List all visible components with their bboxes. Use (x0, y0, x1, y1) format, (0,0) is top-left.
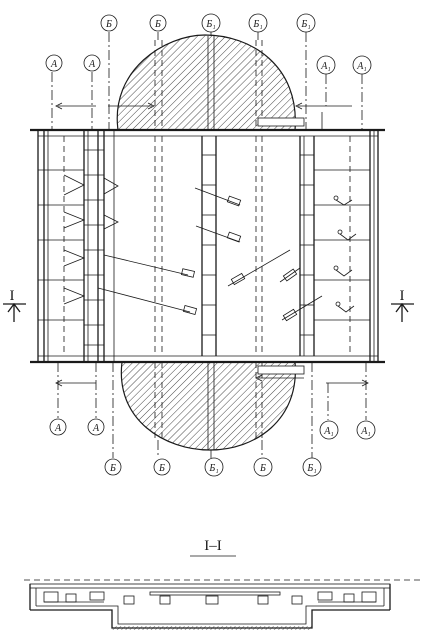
axis-bubble-bottom-7: Б₁ (302, 457, 322, 477)
axis-bubble-bottom-1: А (49, 418, 67, 436)
section-title: I–I (204, 538, 222, 554)
section-mark-left: I (3, 288, 26, 322)
axis-bubble-bottom-2: А (87, 418, 105, 436)
axis-bubble-top-9: А₁ (352, 55, 372, 75)
axis-bubble-bottom-4: Б (153, 458, 171, 476)
axis-bubble-top-2: А (83, 54, 101, 72)
axis-label-top-5: Б₁ (205, 19, 215, 30)
axis-bubble-top-4: Б (149, 14, 167, 32)
axis-label-top-3: Б (105, 19, 112, 30)
axis-label-bottom-2: А (92, 423, 100, 434)
section-mark-left-label: I (10, 288, 15, 304)
axis-bubble-top-1: А (45, 54, 63, 72)
axis-label-top-8: А₁ (320, 61, 331, 72)
axis-bubble-bottom-9: А₁ (356, 420, 376, 440)
axis-label-top-7: Б₁ (300, 19, 310, 30)
bottom-leader-arrows (55, 362, 369, 458)
top-leader-arrows (51, 32, 363, 130)
oval-walls (154, 36, 305, 450)
axis-bubble-top-7: Б₁ (296, 13, 316, 33)
plan-columns (43, 130, 375, 362)
axis-label-bottom-9: А₁ (360, 426, 371, 437)
axis-bubble-bottom-6: Б (253, 457, 273, 477)
axis-label-bottom-3: Б (109, 463, 116, 474)
plan-outline (30, 128, 385, 364)
diagonal-braces (97, 187, 323, 322)
top-axis-bubbles: А А Б Б Б₁ Б₁ Б₁ А₁ (45, 13, 372, 75)
axis-label-bottom-4: Б (158, 463, 165, 474)
section-mark-right-label: I (400, 288, 405, 304)
axis-label-bottom-6: Б (259, 463, 266, 474)
axis-label-bottom-5: Б₁ (208, 463, 218, 474)
right-brackets (333, 195, 357, 313)
axis-bubble-bottom-3: Б (104, 458, 122, 476)
axis-bubble-top-5: Б₁ (201, 13, 221, 33)
axis-label-bottom-1: А (54, 423, 62, 434)
axis-bubble-bottom-8: А₁ (319, 420, 339, 440)
axis-label-top-6: Б₁ (252, 19, 262, 30)
axis-label-top-9: А₁ (356, 61, 367, 72)
axis-label-top-2: А (88, 59, 96, 70)
axis-label-bottom-7: Б₁ (306, 463, 316, 474)
axis-label-top-4: Б (154, 19, 161, 30)
section-mark-right: I (391, 288, 414, 322)
top-oval-foundation (116, 34, 296, 131)
section-drawing (24, 579, 420, 630)
axis-bubble-bottom-5: Б₁ (204, 457, 224, 477)
bottom-axis-bubbles: А А Б Б Б₁ Б Б₁ А₁ (49, 418, 376, 477)
column-ties (38, 149, 370, 346)
axis-bubble-top-6: Б₁ (248, 13, 268, 33)
section-title-group: I–I (190, 538, 236, 557)
axis-bubble-top-8: А₁ (316, 55, 336, 75)
axis-label-top-1: А (50, 59, 58, 70)
axis-bubble-top-3: Б (100, 14, 118, 32)
axis-label-bottom-8: А₁ (323, 426, 334, 437)
left-brackets (63, 174, 119, 305)
